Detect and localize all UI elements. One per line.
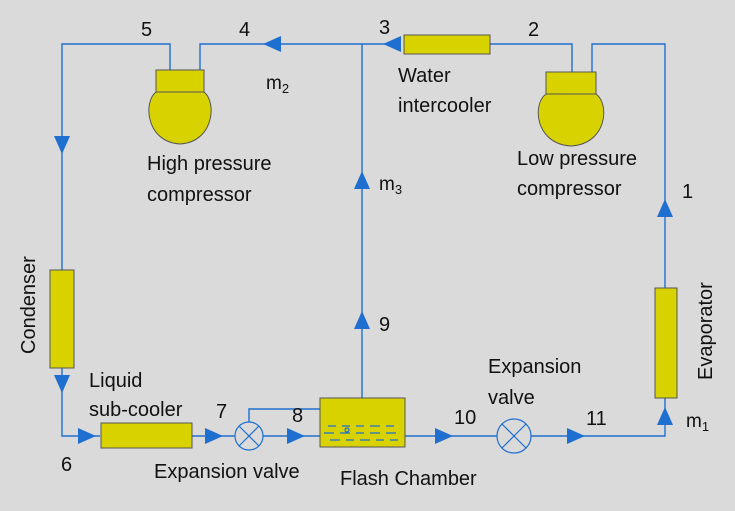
pipe-intercooler-to-2	[490, 43, 573, 72]
low-pressure-compressor-icon	[537, 71, 605, 147]
water-intercooler-icon	[403, 34, 491, 55]
arrow-4	[263, 36, 281, 52]
expansion-valve-left-icon	[234, 421, 264, 451]
state-point-7: 7	[216, 401, 227, 423]
state-point-6: 6	[61, 454, 72, 476]
expansion-valve-left-label: Expansion valve	[154, 461, 300, 483]
mass-flow-labels: m2 m3 m1	[266, 73, 709, 434]
state-point-11: 11	[586, 408, 607, 430]
state-point-5: 5	[141, 19, 152, 41]
arrow-9	[354, 311, 370, 329]
condenser-icon	[49, 269, 75, 369]
evaporator-icon	[654, 287, 678, 399]
expansion-valve-right-label: Expansion valve	[488, 356, 587, 409]
pipe-3-to-hp-compressor	[199, 43, 400, 70]
liquid-subcooler-icon	[100, 422, 193, 449]
expansion-valves	[234, 418, 532, 454]
component-labels: High pressure compressor Low pressure co…	[18, 65, 717, 490]
pipe-1-to-lp-compressor	[591, 43, 666, 288]
state-point-8: 8	[292, 405, 303, 427]
pipe-5-to-condenser	[61, 43, 171, 270]
mass-flow-m3: m3	[379, 174, 402, 197]
arrow-condenser-out	[54, 375, 70, 393]
state-point-4: 4	[239, 19, 250, 41]
arrow-10	[435, 428, 453, 444]
arrow-condenser-down	[54, 136, 70, 154]
arrow-7	[205, 428, 223, 444]
low-pressure-compressor-label: Low pressure compressor	[517, 148, 643, 200]
expansion-valve-right-icon	[496, 418, 532, 454]
liquid-subcooler-label: Liquid sub-cooler	[89, 370, 183, 421]
mass-flow-m1: m1	[686, 411, 709, 434]
arrow-m1	[657, 407, 673, 425]
arrow-11	[567, 428, 585, 444]
state-point-2: 2	[528, 19, 539, 41]
arrow-m3	[354, 171, 370, 189]
state-point-10: 10	[454, 407, 476, 429]
evaporator-label: Evaporator	[695, 282, 717, 380]
pipe-evaporator-to-11	[405, 398, 666, 437]
mass-flow-m2: m2	[266, 73, 289, 96]
state-point-labels: 1 2 3 4 5 6 7 8 9 10 11	[61, 17, 693, 476]
arrow-6	[78, 428, 96, 444]
state-point-1: 1	[682, 181, 693, 203]
condenser-label: Condenser	[18, 256, 40, 354]
arrow-8	[287, 428, 305, 444]
flash-chamber-icon	[319, 397, 406, 448]
state-point-9: 9	[379, 314, 390, 336]
arrow-1	[657, 199, 673, 217]
high-pressure-compressor-icon	[148, 69, 212, 145]
state-point-3: 3	[379, 17, 390, 39]
high-pressure-compressor-label: High pressure compressor	[147, 153, 277, 206]
flash-chamber-label: Flash Chamber	[340, 468, 477, 490]
water-intercooler-label: Water intercooler	[398, 65, 492, 117]
components	[49, 34, 678, 449]
